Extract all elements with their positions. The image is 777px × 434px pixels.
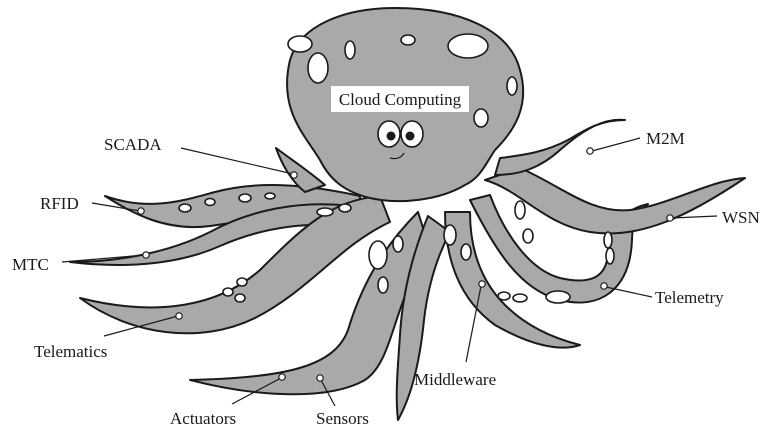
tentacle-wsn — [484, 167, 746, 235]
head-spot — [506, 76, 518, 96]
anchor-dot-rfid — [137, 207, 145, 215]
tentacle-spot — [238, 193, 252, 203]
right-pupil — [405, 131, 415, 141]
tentacle-spot — [234, 293, 246, 303]
label-telemetry: Telemetry — [655, 288, 724, 307]
left-pupil — [386, 131, 396, 141]
tentacle-spot — [316, 207, 334, 217]
anchor-dot-scada — [290, 171, 298, 179]
leader-scada — [180, 147, 294, 175]
leader-wsn — [671, 215, 718, 219]
tentacle-spot — [236, 277, 248, 287]
tentacle-spot — [264, 192, 276, 200]
tentacle-spot — [522, 228, 534, 244]
tentacle-spot — [204, 197, 216, 207]
head-spot — [400, 34, 416, 46]
tentacle-spot — [368, 240, 388, 270]
tentacle-actuators — [189, 211, 431, 396]
leader-telematics — [103, 315, 179, 337]
tentacle-spot — [514, 200, 526, 220]
tentacle-mtc — [69, 203, 353, 266]
tentacle-spot — [178, 203, 192, 213]
title-label: Cloud Computing — [339, 90, 462, 109]
leader-sensors — [320, 379, 336, 407]
label-mtc: MTC — [12, 255, 49, 274]
leader-m2m — [591, 137, 641, 152]
tentacle-m2m — [494, 118, 626, 176]
title-background — [331, 86, 469, 112]
tentacle-spot — [460, 243, 472, 261]
head-spot — [447, 33, 489, 59]
tentacle-telematics — [79, 195, 391, 335]
label-rfid: RFID — [40, 194, 79, 213]
leader-middleware — [465, 285, 482, 363]
anchor-dot-telematics — [175, 312, 183, 320]
label-scada: SCADA — [104, 135, 162, 154]
tentacle-spot — [545, 290, 571, 304]
head-spot — [344, 40, 356, 60]
tentacle-scada — [275, 147, 326, 193]
anchor-dot-m2m — [586, 147, 594, 155]
tentacle-spot — [512, 293, 528, 303]
leader-actuators — [231, 377, 282, 405]
label-sensors: Sensors — [316, 409, 369, 428]
tentacle-sensors — [395, 215, 451, 421]
tentacle-spot — [222, 287, 234, 297]
anchor-dot-wsn — [666, 214, 674, 222]
tentacle-spot — [338, 203, 352, 213]
label-actuators: Actuators — [170, 409, 236, 428]
tentacle-spot — [443, 224, 457, 246]
anchor-dot-actuators — [278, 373, 286, 381]
label-telematics: Telematics — [34, 342, 107, 361]
head-spot — [287, 35, 313, 53]
head-spot — [307, 52, 329, 84]
label-m2m: M2M — [646, 129, 685, 148]
anchor-dot-mtc — [142, 251, 150, 259]
leader-telemetry — [605, 286, 653, 298]
tentacle-spot — [605, 247, 615, 265]
tentacle-spot — [392, 235, 404, 253]
leader-mtc — [61, 254, 146, 263]
label-middleware: Middleware — [414, 370, 496, 389]
anchor-dot-telemetry — [600, 282, 608, 290]
tentacle-spot — [497, 291, 511, 301]
anchor-dot-middleware — [478, 280, 486, 288]
smile — [389, 152, 405, 160]
tentacle-middleware — [444, 211, 581, 349]
tentacle-spot — [603, 231, 613, 249]
leader-rfid — [91, 202, 141, 212]
label-wsn: WSN — [722, 208, 760, 227]
head-spot — [473, 108, 489, 128]
tentacle-spot — [377, 276, 389, 294]
anchor-dot-sensors — [316, 374, 324, 382]
